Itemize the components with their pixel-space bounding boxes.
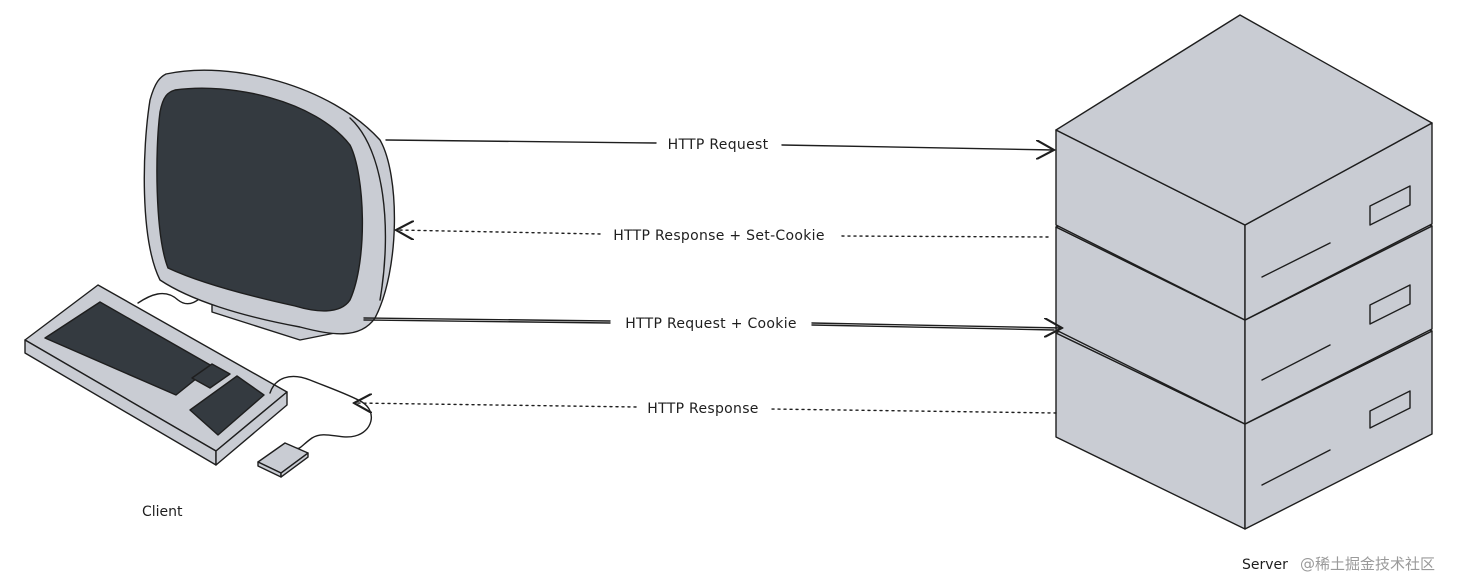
server-stack-icon: [1055, 14, 1433, 530]
client-label: Client: [142, 504, 183, 520]
arrow-http-response: HTTP Response: [354, 401, 1057, 417]
arrow-label-http-response-set-cookie: HTTP Response + Set-Cookie: [613, 228, 825, 244]
arrow-label-http-request: HTTP Request: [668, 137, 769, 153]
arrow-label-http-response: HTTP Response: [647, 401, 758, 417]
arrow-http-request: HTTP Request: [385, 137, 1054, 153]
arrow-http-request-cookie: HTTP Request + Cookie: [363, 316, 1062, 332]
watermark-text: @稀土掘金技术社区: [1300, 555, 1435, 573]
client-computer-icon: [137, 69, 396, 341]
mouse-icon: [257, 375, 372, 478]
keyboard-icon: [24, 284, 288, 466]
server-label: Server: [1242, 557, 1288, 573]
arrow-http-response-set-cookie: HTTP Response + Set-Cookie: [396, 228, 1049, 244]
arrow-label-http-request-cookie: HTTP Request + Cookie: [625, 316, 797, 332]
server-unit-top: [1055, 14, 1433, 321]
